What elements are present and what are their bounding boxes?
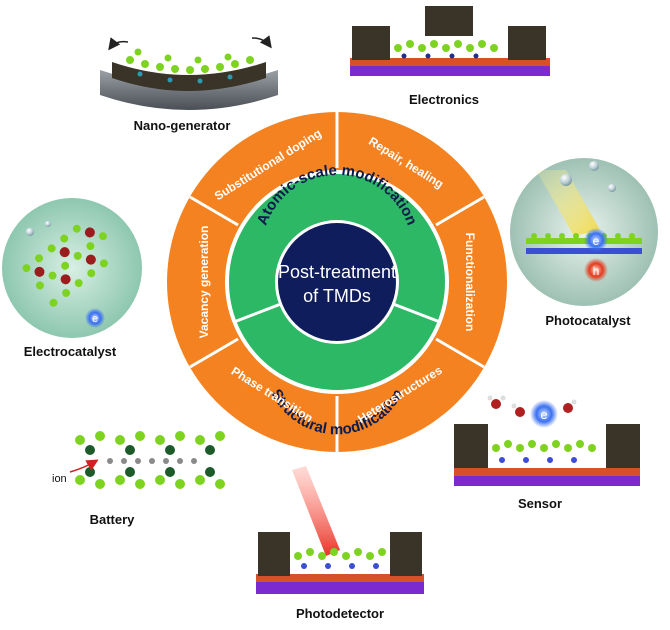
electron-glyph-photocatalyst: e: [593, 234, 600, 248]
label-sensor: Sensor: [518, 496, 562, 511]
label-electrocatalyst: Electrocatalyst: [24, 344, 117, 359]
ring-diagram: Post-treatment of TMDs Atomic-scale modi…: [167, 112, 507, 452]
segment-vacancy-generation: Vacancy generation: [197, 226, 211, 339]
core-circle: [278, 223, 396, 341]
center-line2: of TMDs: [303, 286, 371, 306]
electron-glyph-sensor: e: [540, 407, 547, 422]
middle-ring-divider-left: [233, 300, 287, 324]
middle-ring-divider-right: [387, 300, 441, 324]
label-photodetector: Photodetector: [296, 606, 384, 621]
photodetector-illustration: Photodetector: [256, 466, 424, 621]
label-photocatalyst: Photocatalyst: [545, 313, 631, 328]
electronics-illustration: Electronics: [350, 6, 550, 107]
sensor-illustration: e Sensor: [454, 395, 640, 511]
ion-label: ion: [52, 473, 67, 485]
segment-functionalization: Functionalization: [463, 233, 477, 332]
label-nanogenerator: Nano-generator: [134, 118, 231, 133]
gas-molecules: [487, 395, 577, 417]
center-line1: Post-treatment: [278, 262, 396, 282]
nanogenerator-illustration: Nano-generator: [100, 35, 278, 133]
photocatalyst-illustration: e h Photocatalyst: [510, 158, 658, 328]
electrocatalyst-illustration: e Electrocatalyst: [2, 198, 142, 359]
label-battery: Battery: [90, 512, 136, 527]
electron-glyph-electrocatalyst: e: [92, 313, 98, 325]
label-electronics: Electronics: [409, 92, 479, 107]
outer-ring-dividers: [189, 112, 485, 452]
battery-illustration: ion Battery: [52, 431, 225, 527]
hole-glyph-photocatalyst: h: [593, 264, 600, 278]
